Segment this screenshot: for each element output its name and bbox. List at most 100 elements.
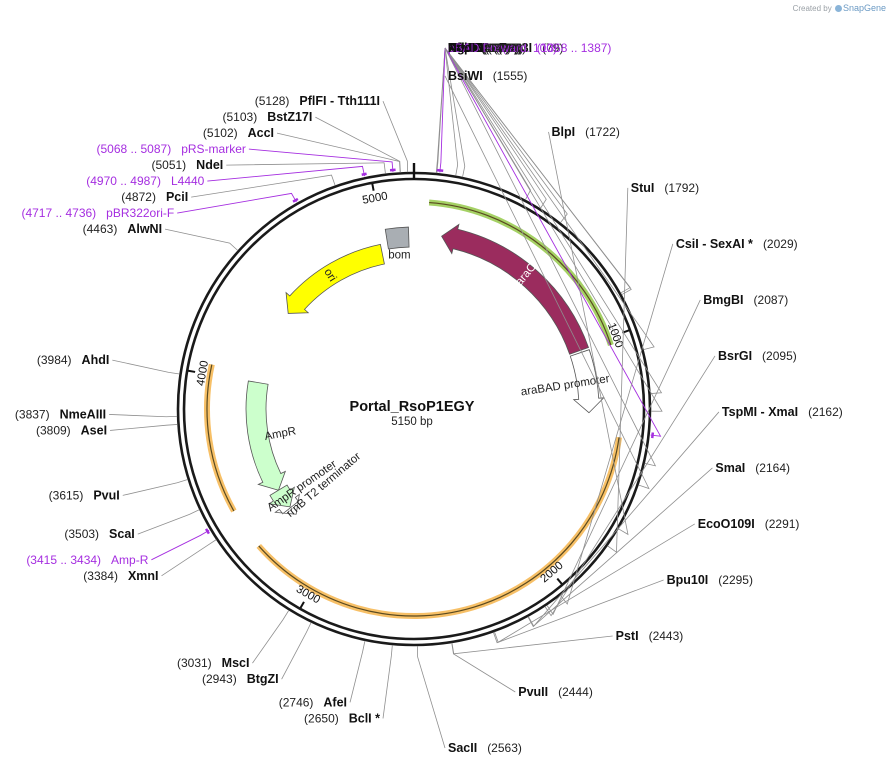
enzyme-bspei-label[interactable]: BspEI(875)	[448, 41, 521, 55]
enzyme-btgzi-position: (2943)	[202, 672, 237, 686]
enzyme-pflfi-tth111i-label[interactable]: (5128)PflFI - Tth111I	[255, 94, 380, 108]
enzyme-bsiwi-label[interactable]: BsiWI(1555)	[448, 69, 527, 83]
enzyme-msci-label[interactable]: (3031)MscI	[177, 656, 249, 670]
enzyme-ncoi-label[interactable]: NcoI(1477)	[448, 41, 520, 55]
enzyme-asei-position: (3809)	[36, 423, 71, 437]
enzyme-smai-position: (2164)	[755, 461, 790, 475]
enzyme-scai-label[interactable]: (3503) ScaI	[64, 527, 134, 541]
leader-lines	[109, 47, 720, 749]
primer-pbr322ori-f-binding-mark	[292, 197, 299, 203]
enzyme-bpu10i-label[interactable]: Bpu10I(2295)	[667, 573, 753, 587]
primer-pgex-3-position: (78 .. 100)	[502, 41, 557, 55]
enzyme-psti-label[interactable]: PstI(2443)	[616, 629, 684, 643]
enzyme-btgzi-leader	[281, 622, 312, 680]
enzyme-pcii-leader	[191, 174, 336, 198]
enzyme-bsrgi-position: (2095)	[762, 349, 797, 363]
primer-amp-r-binding-mark	[204, 528, 210, 535]
enzyme-nsii-label[interactable]: NsiI (169)	[448, 41, 509, 55]
primer-l4440-label[interactable]: (4970 .. 4987)L4440	[86, 174, 204, 188]
enzyme-agei-label[interactable]: AgeI(1234)	[448, 41, 520, 55]
enzyme-ndei-label[interactable]: (5051)NdeI	[151, 158, 223, 172]
feature-rrnb-t2-terminator	[274, 493, 300, 515]
enzyme-bspei-name: BspEI	[448, 41, 483, 55]
enzyme-aflii-name: AflII	[448, 41, 472, 55]
enzyme-nsii-position: (169)	[481, 41, 509, 55]
enzyme-bsrgi-label[interactable]: BsrGI (2095)	[718, 349, 797, 363]
primer-pbad-forward-position: (1368 .. 1387)	[537, 41, 612, 55]
enzyme-stui-leader	[607, 187, 629, 553]
enzyme-btgzi-label[interactable]: (2943)BtgZI	[202, 672, 279, 686]
enzyme-xmni-label[interactable]: (3384)XmnI	[83, 569, 158, 583]
enzyme-bsabi-position: (401)	[493, 41, 521, 55]
primer-pbad-forward-binding-mark	[650, 432, 655, 439]
primer-prs-marker-label[interactable]: (5068 .. 5087)pRS-marker	[96, 142, 245, 156]
enzyme-xmni-name: XmnI	[128, 569, 159, 583]
enzyme-bmgbi-label[interactable]: BmgBI(2087)	[703, 293, 788, 307]
snapgene-logo-icon	[834, 5, 842, 12]
primer-prs-marker-leader	[248, 148, 394, 172]
enzyme-bsrgi-name: BsrGI	[718, 349, 752, 363]
enzyme-tspmi-xmai-label[interactable]: TspMI - XmaI (2162)	[722, 405, 843, 419]
enzyme-ahdi-label[interactable]: (3984)AhdI	[37, 353, 109, 367]
enzyme-bcli-label[interactable]: (2650)BclI *	[304, 711, 380, 725]
enzyme-nrui-label[interactable]: NruI(868)	[448, 41, 511, 55]
primer-pgex-3-label[interactable]: pGEX 3'(78 .. 100)	[448, 41, 557, 55]
enzyme-pcii-label[interactable]: (4872)PciI	[121, 190, 188, 204]
enzyme-bpu10i-name: Bpu10I	[667, 573, 709, 587]
enzyme-tspmi-xmai-position: (2162)	[808, 405, 843, 419]
enzyme-pflmi-position: (1080)	[488, 41, 523, 55]
enzyme-blpi-label[interactable]: BlpI(1722)	[552, 125, 620, 139]
primer-pbad-forward-label[interactable]: pBAD Forward(1368 .. 1387)	[448, 41, 611, 55]
enzyme-pvui-label[interactable]: (3615)PvuI	[49, 488, 120, 502]
enzyme-acci-label[interactable]: (5102)AccI	[203, 126, 274, 140]
enzyme-acci-leader	[276, 132, 401, 173]
enzyme-psti-position: (2443)	[649, 629, 684, 643]
enzyme-csii-sexai-label[interactable]: CsiI - SexAI *(2029)	[676, 237, 798, 251]
primer-prs-marker-position: (5068 .. 5087)	[96, 142, 171, 156]
enzyme-nrui-leader	[444, 47, 631, 294]
enzyme-pvuii-label[interactable]: PvuII(2444)	[518, 685, 593, 699]
enzyme-bsiwi-leader	[444, 75, 650, 490]
enzyme-pfoi-position: (77)	[482, 41, 503, 55]
enzyme-acci-position: (5102)	[203, 126, 238, 140]
enzyme-ecoo109i-label[interactable]: EcoO109I(2291)	[698, 517, 800, 531]
enzyme-alwni-leader	[164, 228, 239, 251]
enzyme-alwni-label[interactable]: (4463)AlwNI	[83, 222, 162, 236]
enzyme-tspmi-xmai-name: TspMI - XmaI	[722, 405, 798, 419]
primer-pbr322ori-f-name: pBR322ori-F	[106, 206, 174, 220]
enzyme-aflii-label[interactable]: AflII(461)	[448, 41, 510, 55]
enzyme-bsabi-label[interactable]: BsaBI(401)	[448, 41, 521, 55]
primer-amp-r-label[interactable]: (3415 .. 3434)Amp-R	[26, 553, 148, 567]
enzyme-ecorv-label[interactable]: EcoRV(546)	[448, 41, 526, 55]
enzyme-scai-name: ScaI	[109, 527, 135, 541]
primer-pgex-3-leader	[439, 47, 446, 173]
enzyme-scai-position: (3503)	[64, 527, 99, 541]
enzyme-pflmi-name: PflMI	[448, 41, 478, 55]
enzyme-mlui-label[interactable]: MluI(1295)	[448, 41, 518, 55]
plasmid-size: 5150 bp	[391, 416, 433, 428]
enzyme-pfoi-label[interactable]: PfoI(77)	[448, 41, 503, 55]
enzyme-nsii-name: NsiI	[448, 41, 471, 55]
enzyme-pflmi-leader	[444, 47, 655, 351]
enzyme-ahdi-leader	[112, 359, 180, 375]
enzyme-maubi-label[interactable]: MauBI(145)	[448, 41, 524, 55]
enzyme-bsiwi-position: (1555)	[493, 69, 528, 83]
enzyme-maubi-leader	[444, 47, 459, 176]
primer-pbr322ori-f-label[interactable]: (4717 .. 4736)pBR322ori-F	[21, 206, 174, 220]
enzyme-afei-label[interactable]: (2746)AfeI	[279, 695, 347, 709]
enzyme-pflmi-label[interactable]: PflMI (1080)	[448, 41, 523, 55]
enzyme-agei-position: (1234)	[485, 41, 520, 55]
enzyme-nmeaiii-label[interactable]: (3837)NmeAIII	[15, 407, 106, 421]
enzyme-sacii-position: (2563)	[487, 741, 522, 755]
enzyme-ahdi-name: AhdI	[82, 353, 110, 367]
enzyme-bsmbi-esp3i-label[interactable]: BsmBI - Esp3I(79)	[448, 41, 563, 55]
enzyme-stui-label[interactable]: StuI(1792)	[631, 181, 699, 195]
enzyme-bstz17i-label[interactable]: (5103)BstZ17I	[223, 110, 313, 124]
enzyme-ncoi-leader	[444, 47, 657, 467]
feature-ampr-promoter	[268, 484, 295, 508]
primer-l4440-position: (4970 .. 4987)	[86, 174, 161, 188]
enzyme-sacii-label[interactable]: SacII(2563)	[448, 741, 522, 755]
enzyme-asei-label[interactable]: (3809)AseI	[36, 423, 107, 437]
enzyme-smai-label[interactable]: SmaI(2164)	[715, 461, 790, 475]
enzyme-blpi-position: (1722)	[585, 125, 620, 139]
